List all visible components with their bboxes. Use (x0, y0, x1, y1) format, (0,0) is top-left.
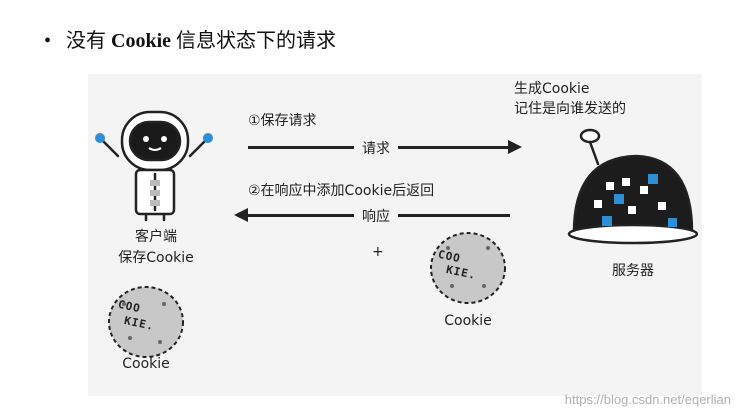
section-heading: • 没有 Cookie 信息状态下的请求 (44, 24, 336, 53)
request-arrow-head-icon (508, 140, 522, 154)
client-cookie-caption: Cookie (122, 356, 170, 372)
client-save-cookie-label: 保存Cookie (118, 250, 194, 266)
client-cookie-icon (108, 286, 184, 358)
heading-bold-term: Cookie (111, 30, 171, 52)
middle-cookie-icon (430, 232, 506, 304)
plus-sign: + (372, 244, 384, 260)
server-note-line1: 生成Cookie (514, 81, 590, 97)
response-label: 响应 (354, 206, 398, 226)
watermark: https://blog.csdn.net/eqerlian (564, 392, 731, 407)
server-note-line2: 记住是向谁发送的 (514, 101, 626, 117)
client-label: 客户端 (135, 229, 177, 245)
bullet-point: • (44, 30, 52, 52)
request-label: 请求 (354, 138, 398, 158)
middle-cookie-caption: Cookie (444, 313, 492, 329)
server-robot-icon (567, 128, 698, 245)
response-arrow-head-icon (234, 208, 248, 222)
heading-prefix: 没有 (66, 30, 111, 52)
step1-save-request-label: ①保存请求 (248, 113, 317, 129)
step2-add-cookie-label: ②在响应中添加Cookie后返回 (248, 183, 435, 199)
heading-suffix: 信息状态下的请求 (171, 30, 336, 52)
cookie-request-illustration: 客户端 保存Cookie COO KIE. Cookie ①保存请求 请求 ②在… (88, 74, 702, 396)
server-label: 服务器 (612, 263, 654, 279)
client-robot-icon (95, 110, 213, 222)
